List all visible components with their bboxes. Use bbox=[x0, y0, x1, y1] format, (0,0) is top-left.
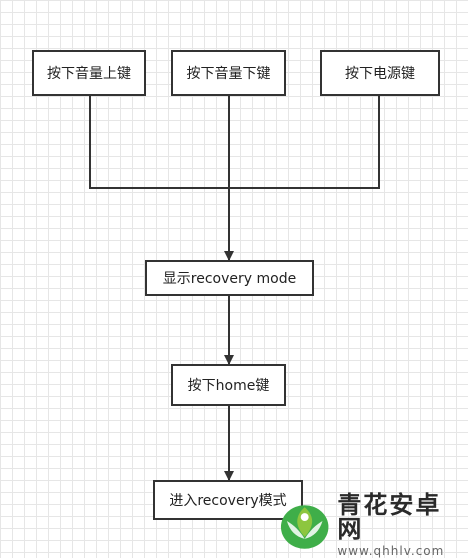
watermark: 青花安卓网 www.qhhlv.com bbox=[276, 493, 466, 557]
watermark-logo-icon bbox=[280, 505, 329, 549]
node-press-home-label: 按下home键 bbox=[187, 378, 270, 394]
node-power-label: 按下电源键 bbox=[345, 66, 415, 82]
watermark-url: www.qhhlv.com bbox=[337, 544, 445, 558]
node-vol-up: 按下音量上键 bbox=[32, 50, 146, 96]
node-vol-down-label: 按下音量下键 bbox=[186, 66, 271, 82]
node-enter-recovery-label: 进入recovery模式 bbox=[169, 493, 287, 509]
watermark-name: 青花安卓网 bbox=[337, 491, 442, 543]
node-show-recovery-label: 显示recovery mode bbox=[162, 271, 297, 287]
node-show-recovery: 显示recovery mode bbox=[145, 260, 314, 296]
node-enter-recovery: 进入recovery模式 bbox=[153, 480, 303, 520]
node-press-home: 按下home键 bbox=[171, 364, 286, 406]
node-power: 按下电源键 bbox=[320, 50, 440, 96]
node-vol-down: 按下音量下键 bbox=[171, 50, 286, 96]
node-vol-up-label: 按下音量上键 bbox=[47, 66, 131, 82]
